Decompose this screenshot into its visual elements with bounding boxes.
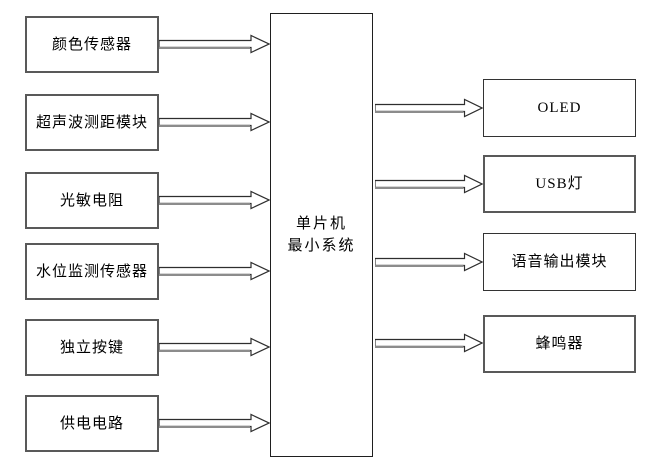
arrow-water-level-to-mcu bbox=[159, 261, 270, 281]
arrow-mcu-to-voice-module bbox=[375, 252, 483, 272]
input-box-photoresistor: 光敏电阻 bbox=[25, 172, 159, 229]
box-label: USB灯 bbox=[535, 176, 584, 192]
mcu-label-line1: 单片机 bbox=[295, 216, 347, 232]
arrow-mcu-to-usb-light bbox=[375, 174, 483, 194]
mcu-label-line2: 最小系统 bbox=[287, 238, 356, 254]
box-label: OLED bbox=[537, 100, 582, 116]
input-box-power-supply-circuit: 供电电路 bbox=[25, 395, 159, 452]
output-box-usb-light: USB灯 bbox=[483, 155, 636, 213]
box-label: 语音输出模块 bbox=[511, 254, 608, 270]
box-label: 独立按键 bbox=[59, 339, 124, 356]
box-label: 水位监测传感器 bbox=[35, 263, 148, 280]
input-box-color-sensor: 颜色传感器 bbox=[25, 16, 159, 73]
arrow-keys-to-mcu bbox=[159, 337, 270, 357]
box-label: 光敏电阻 bbox=[59, 192, 124, 209]
arrow-mcu-to-buzzer bbox=[375, 333, 483, 353]
arrow-mcu-to-oled bbox=[375, 98, 483, 118]
arrow-color-sensor-to-mcu bbox=[159, 34, 270, 54]
output-box-oled: OLED bbox=[483, 79, 636, 137]
output-box-voice-output-module: 语音输出模块 bbox=[483, 233, 636, 291]
arrow-power-to-mcu bbox=[159, 413, 270, 433]
output-box-buzzer: 蜂鸣器 bbox=[483, 315, 636, 373]
arrow-ultrasonic-to-mcu bbox=[159, 112, 270, 132]
input-box-ultrasonic-ranging-module: 超声波测距模块 bbox=[25, 94, 159, 151]
arrow-photoresistor-to-mcu bbox=[159, 190, 270, 210]
box-label: 颜色传感器 bbox=[51, 36, 132, 53]
input-box-water-level-sensor: 水位监测传感器 bbox=[25, 243, 159, 300]
box-label: 超声波测距模块 bbox=[35, 114, 148, 131]
input-box-independent-keys: 独立按键 bbox=[25, 319, 159, 376]
mcu-minimum-system-box: 单片机 最小系统 bbox=[270, 13, 373, 457]
box-label: 蜂鸣器 bbox=[535, 336, 584, 352]
box-label: 供电电路 bbox=[59, 415, 124, 432]
